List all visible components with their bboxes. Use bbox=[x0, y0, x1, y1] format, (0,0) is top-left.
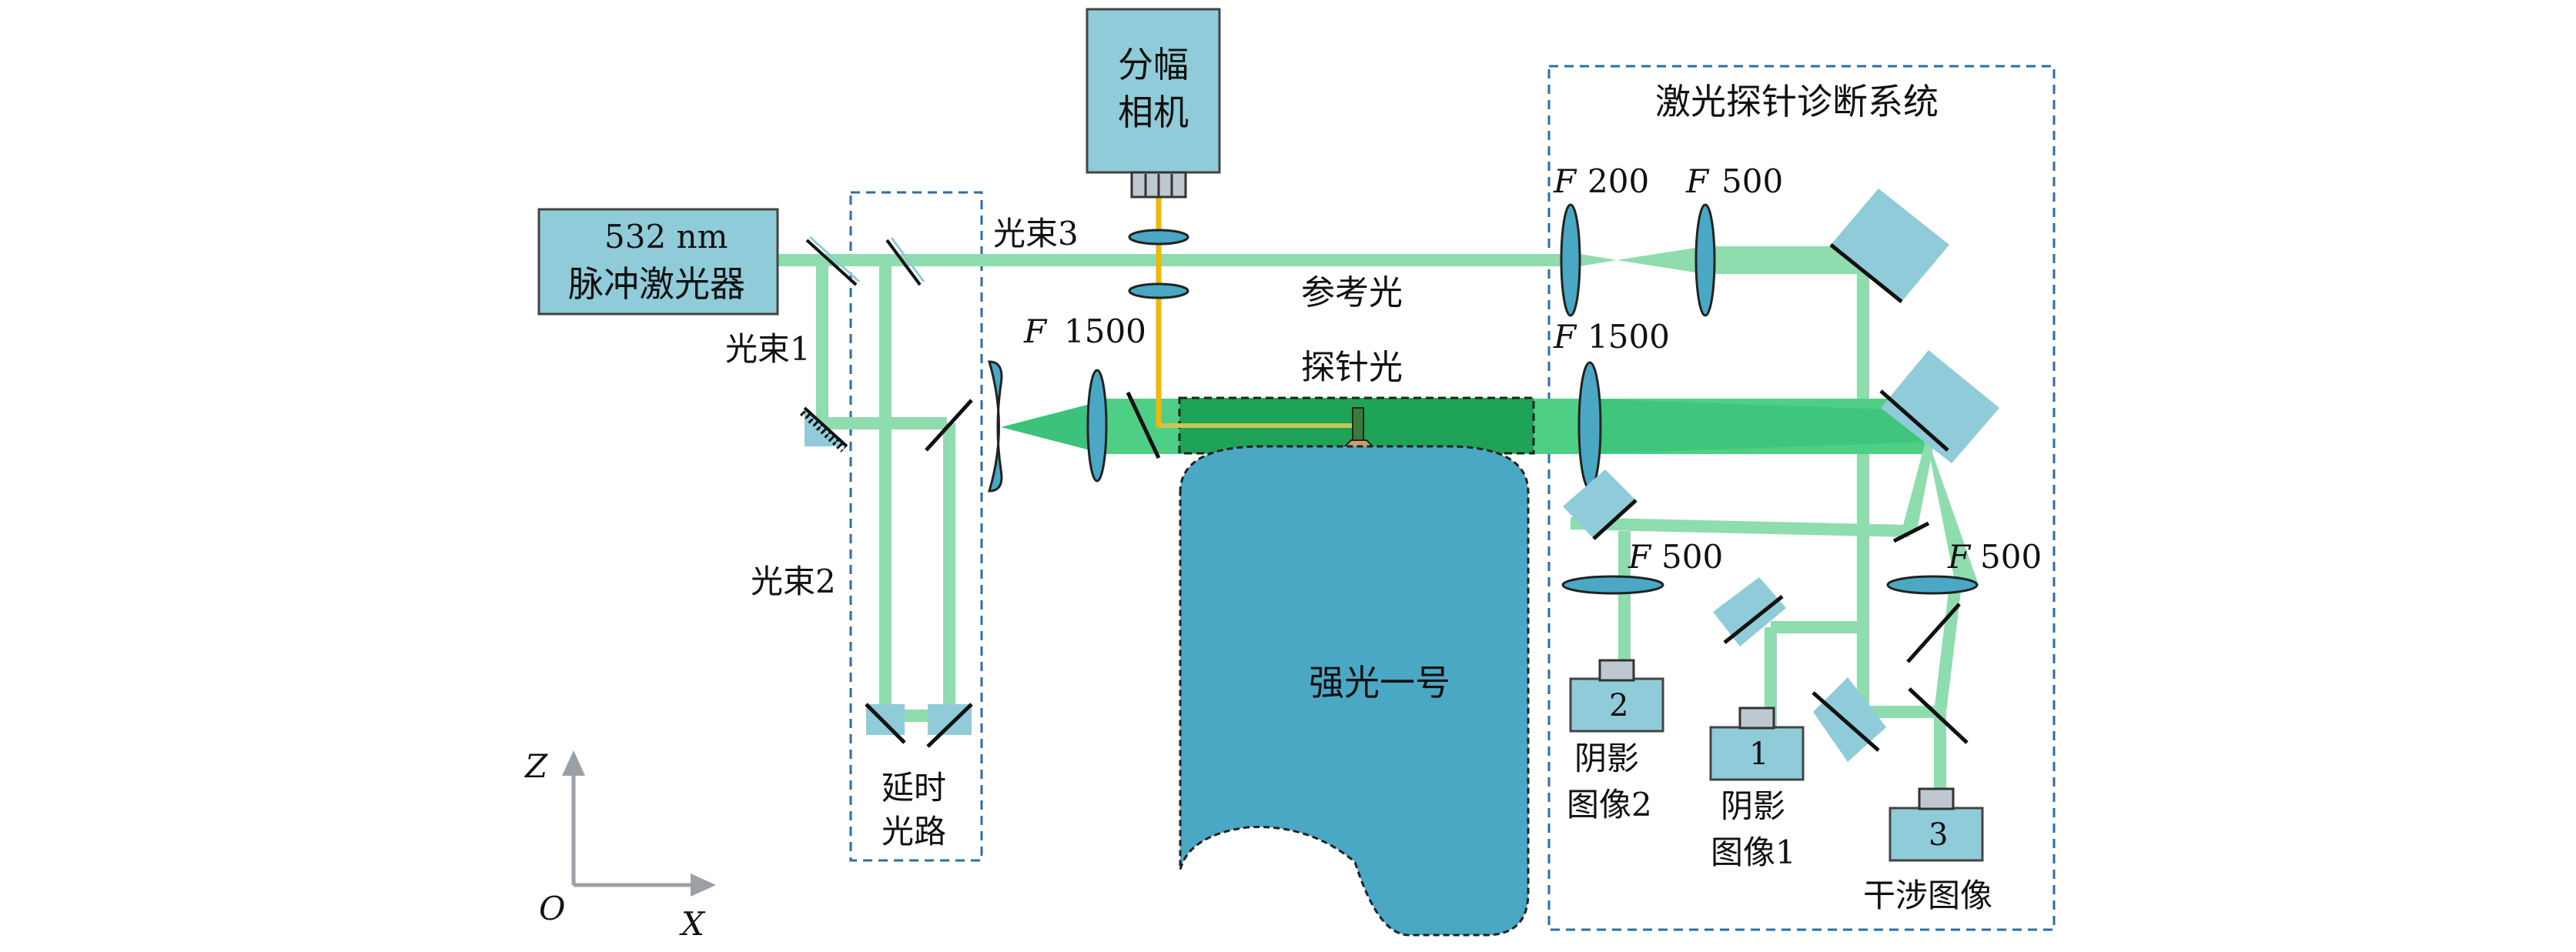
beam-splitter-2-inner bbox=[890, 237, 925, 282]
detector-1 bbox=[1709, 706, 1805, 781]
camera-label-line1: 分幅 bbox=[1118, 44, 1189, 85]
axis-arrows bbox=[562, 750, 716, 897]
detector-2-label-line2: 图像2 bbox=[1567, 786, 1652, 823]
detector-3-number: 3 bbox=[1929, 817, 1948, 853]
lens-f1500-right bbox=[1577, 361, 1602, 490]
laser-label-line2: 脉冲激光器 bbox=[568, 263, 745, 305]
mirror-beam1 bbox=[798, 406, 848, 453]
framing-camera bbox=[1086, 8, 1221, 174]
detector-1-label-line1: 阴影 bbox=[1721, 787, 1785, 825]
splitter-mid-right bbox=[1892, 521, 1930, 543]
lens-f1500-right-value: 1500 bbox=[1587, 318, 1670, 356]
beam1-label: 光束1 bbox=[725, 330, 811, 368]
lens-f500-interf-letter: F bbox=[1947, 538, 1972, 576]
delay-mirror-right bbox=[926, 703, 973, 748]
lens-f500-interf-value: 500 bbox=[1980, 538, 2042, 576]
mirror-shadow2 bbox=[1563, 469, 1638, 540]
lens-f200-letter: F bbox=[1553, 162, 1577, 200]
lens-f1500-main bbox=[1086, 369, 1108, 483]
delay-line-box bbox=[849, 191, 983, 862]
axis-z-label: Z bbox=[524, 747, 548, 785]
detector-1-label-line2: 图像1 bbox=[1711, 833, 1796, 871]
axis-origin-label: O bbox=[539, 890, 565, 927]
probe-beam-converge bbox=[1586, 399, 1932, 454]
beam3-label: 光束3 bbox=[993, 215, 1079, 252]
lens-main-letter: F bbox=[1023, 312, 1048, 350]
beam-splitter-1 bbox=[805, 239, 858, 286]
mirror-lower-left bbox=[1812, 677, 1886, 762]
concave-lens bbox=[987, 360, 1003, 493]
mirror-shadow1 bbox=[1713, 577, 1786, 646]
lens-f500-shadow2-value: 500 bbox=[1661, 538, 1723, 576]
lens-f500-top bbox=[1694, 203, 1716, 317]
target-body bbox=[1179, 445, 1530, 937]
lens-main-value: 1500 bbox=[1064, 312, 1146, 350]
camera-turning-mirror bbox=[1126, 391, 1161, 459]
probe-system-title: 激光探针诊断系统 bbox=[1655, 81, 1939, 122]
camera-lens-icon bbox=[1130, 171, 1187, 199]
reference-beam-expander bbox=[1571, 252, 1617, 268]
interference-path bbox=[1934, 584, 1962, 713]
probe-label: 探针光 bbox=[1301, 348, 1403, 387]
lens-f1500-right-letter: F bbox=[1553, 318, 1577, 356]
delay-label-line2: 光路 bbox=[882, 813, 946, 850]
detector-2-label-line1: 阴影 bbox=[1574, 740, 1639, 777]
detector-3 bbox=[1889, 787, 1984, 862]
probe-beam-expander bbox=[1001, 400, 1105, 454]
lens-f500-shadow2-letter: F bbox=[1628, 538, 1652, 576]
beam2-label: 光束2 bbox=[751, 563, 836, 600]
detector-2-number: 2 bbox=[1609, 688, 1628, 723]
lens-f500-interference bbox=[1886, 575, 1979, 595]
target-label: 强光一号 bbox=[1309, 662, 1450, 703]
probe-beam-down bbox=[1925, 431, 1979, 585]
splitter-interference-lower bbox=[1908, 687, 1969, 744]
beam-splitter-2 bbox=[885, 239, 922, 286]
splitter-interference-upper bbox=[1906, 603, 1961, 663]
delay-label-line1: 延时 bbox=[882, 769, 946, 807]
laser-label-line1: 532 nm bbox=[604, 218, 728, 256]
axis-x-label: X bbox=[679, 905, 706, 943]
camera-lens-2 bbox=[1128, 282, 1189, 299]
lens-f200 bbox=[1560, 203, 1581, 317]
beam-combiner bbox=[925, 399, 973, 452]
detector-3-label: 干涉图像 bbox=[1863, 877, 1992, 914]
beam-splitter-1-inner bbox=[808, 235, 861, 283]
delay-mirror-left bbox=[865, 703, 906, 744]
lens-f500-top-letter: F bbox=[1685, 162, 1710, 200]
pulsed-laser bbox=[537, 208, 779, 316]
detector-2 bbox=[1569, 659, 1664, 733]
mirror-top-right bbox=[1829, 189, 1949, 303]
detector-1-number: 1 bbox=[1749, 737, 1768, 772]
camera-lens-1 bbox=[1128, 229, 1189, 246]
lens-f200-value: 200 bbox=[1587, 162, 1649, 200]
lens-f500-shadow2 bbox=[1561, 575, 1664, 595]
reference-label: 参考光 bbox=[1301, 273, 1403, 312]
lens-f500-top-value: 500 bbox=[1721, 162, 1783, 200]
probe-system-box bbox=[1547, 65, 2056, 931]
camera-label-line2: 相机 bbox=[1118, 92, 1189, 133]
mirror-probe-right bbox=[1879, 350, 1999, 463]
